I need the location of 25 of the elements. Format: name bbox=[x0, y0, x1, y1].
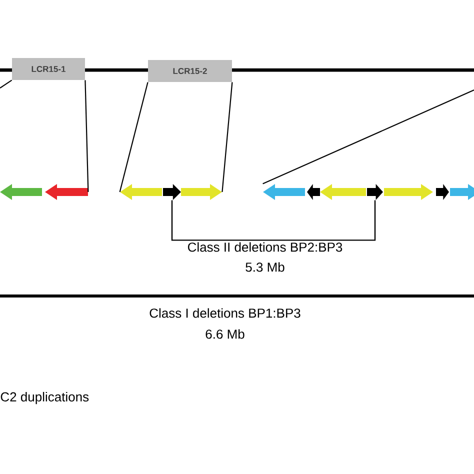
region-box: LCR15-1 bbox=[12, 58, 85, 80]
gene-symbol bbox=[0, 184, 42, 200]
region-box: LCR15-2 bbox=[148, 60, 232, 82]
gene-symbol bbox=[367, 184, 383, 200]
gene-symbol bbox=[320, 184, 366, 200]
gene-symbol bbox=[120, 184, 162, 200]
zoom-line bbox=[119, 82, 148, 192]
annotation-text: 6.6 Mb bbox=[206, 329, 244, 339]
zoom-line bbox=[84, 80, 89, 192]
zoom-line bbox=[262, 90, 474, 184]
gene-symbol bbox=[263, 184, 305, 200]
gene-symbol bbox=[450, 184, 474, 200]
gene-symbol bbox=[436, 184, 449, 200]
zoom-line bbox=[0, 80, 12, 88]
annotation-text: Class II deletions BP2:BP3 bbox=[188, 242, 342, 252]
annotation-text: C2 duplications bbox=[0, 392, 89, 404]
zoom-line bbox=[222, 82, 233, 192]
annotation-text: 5.3 Mb bbox=[246, 262, 284, 272]
gene-symbol bbox=[45, 184, 88, 200]
annotation-text: Class I deletions BP1:BP3 bbox=[150, 308, 300, 318]
gene-symbol bbox=[163, 184, 181, 200]
gene-symbol bbox=[307, 184, 320, 200]
bracket-line bbox=[171, 200, 376, 241]
gene-symbol bbox=[181, 184, 222, 200]
gene-symbol bbox=[384, 184, 433, 200]
